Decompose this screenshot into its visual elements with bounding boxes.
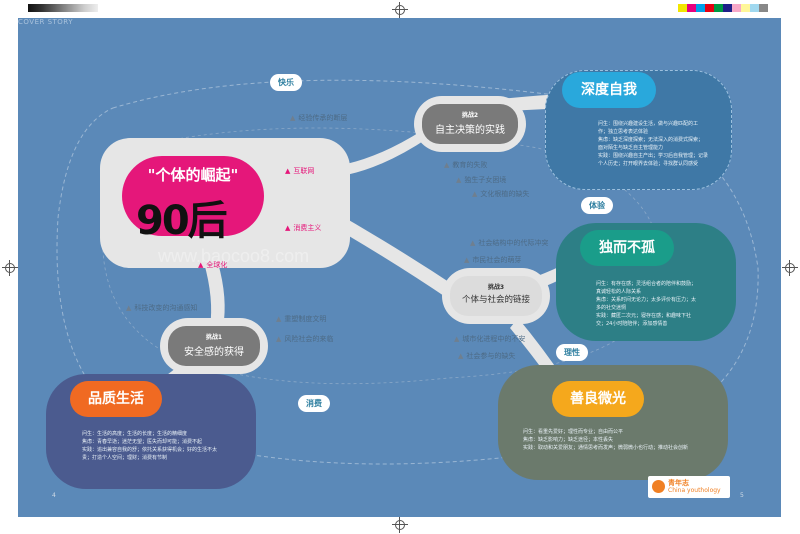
title-highlight — [122, 156, 264, 236]
triangle-bullet-icon: ▲ — [285, 224, 291, 232]
triangle-bullet-icon: ▲ — [472, 190, 478, 198]
print-grayscale-bar — [28, 4, 98, 12]
watermark-text: www.baocoo8.com — [158, 246, 310, 266]
triangle-bullet-icon: ▲ — [126, 304, 132, 312]
keyword: ▲城市化进程中的不安 — [454, 335, 526, 343]
triangle-bullet-icon: ▲ — [470, 239, 476, 247]
tag-happy: 快乐 — [270, 74, 302, 91]
challenge-3-node: 挑战3 个体与社会的链接 — [450, 276, 542, 316]
triangle-bullet-icon: ▲ — [458, 352, 464, 360]
keyword: ▲经验传承的断层 — [290, 114, 348, 122]
keyword: ▲市民社会的萌芽 — [464, 256, 522, 264]
tag-consume: 消费 — [298, 395, 330, 412]
page-number-left: 4 — [52, 492, 56, 499]
bubble-deep-self-title: 深度自我 — [562, 72, 656, 108]
keyword-highlight: ▲消费主义 — [285, 224, 322, 232]
keyword: ▲风险社会的来临 — [276, 335, 334, 343]
bubble-kind-title: 善良微光 — [552, 381, 644, 417]
section-label: COVER STORY — [18, 18, 73, 26]
publisher-logo: 青年志 China youthology — [648, 476, 730, 498]
keyword: ▲社会结构中的代际冲突 — [470, 239, 549, 247]
main-title: "个体的崛起" — [147, 166, 239, 184]
triangle-bullet-icon: ▲ — [290, 114, 296, 122]
page-number-right: 5 — [740, 492, 744, 499]
keyword: ▲社会参与的缺失 — [458, 352, 516, 360]
triangle-bullet-icon: ▲ — [276, 335, 282, 343]
bubble-kind-text: 问生：看重先爱好；理性而专业；自由而公平焦虑：缺乏影响力；缺乏途径；本性丢失实践… — [523, 429, 689, 451]
magazine-spread: COVER STORY "个体的崛起" 90后 www.baocoo8.com … — [18, 18, 781, 517]
keyword-highlight: ▲互联网 — [285, 167, 315, 175]
registration-mark-icon — [392, 517, 408, 533]
logo-en-text: China youthology — [668, 487, 721, 494]
keyword-highlight: ▲全球化 — [198, 261, 228, 269]
bubble-not-alone-title: 独而不孤 — [580, 230, 674, 266]
big-title: 90后 — [136, 198, 228, 244]
triangle-bullet-icon: ▲ — [454, 335, 460, 343]
triangle-bullet-icon: ▲ — [464, 256, 470, 264]
tag-experience: 体验 — [581, 197, 613, 214]
keyword: ▲教育的失败 — [444, 161, 488, 169]
triangle-bullet-icon: ▲ — [285, 167, 291, 175]
bubble-quality-text: 问生：生活的高度；生活的长度；生活的精细度焦虑：青春早逝；迷茫无望；医失而却可能… — [82, 431, 218, 461]
keyword: ▲科技改变的沟通感知 — [126, 304, 198, 312]
keyword: ▲独生子女困境 — [456, 176, 507, 184]
registration-mark-icon — [392, 2, 408, 18]
triangle-bullet-icon: ▲ — [456, 176, 462, 184]
tag-reason: 理性 — [556, 344, 588, 361]
triangle-bullet-icon: ▲ — [444, 161, 450, 169]
keyword: ▲文化根植的缺失 — [472, 190, 530, 198]
registration-mark-icon — [2, 260, 18, 276]
sun-logo-icon — [652, 480, 665, 493]
bubble-quality-title: 品质生活 — [70, 381, 162, 417]
registration-mark-icon — [782, 260, 798, 276]
challenge-1-node: 挑战1 安全感的获得 — [168, 326, 260, 366]
keyword: ▲重塑制度文明 — [276, 315, 327, 323]
logo-cn-text: 青年志 — [668, 479, 689, 487]
triangle-bullet-icon: ▲ — [198, 261, 204, 269]
bubble-deep-self-text: 问生：围绕兴趣建设生活，做与兴趣匹配的工作；独立思考表达体验焦虑：缺乏深度探索；… — [598, 121, 709, 167]
bubble-not-alone-text: 问生：有存在感；灵活组合者的陪伴和鼓励；真诚轻松的人际关系焦虑：关系时间无论力；… — [596, 281, 697, 327]
challenge-2-node: 挑战2 自主决策的实践 — [422, 104, 518, 144]
triangle-bullet-icon: ▲ — [276, 315, 282, 323]
